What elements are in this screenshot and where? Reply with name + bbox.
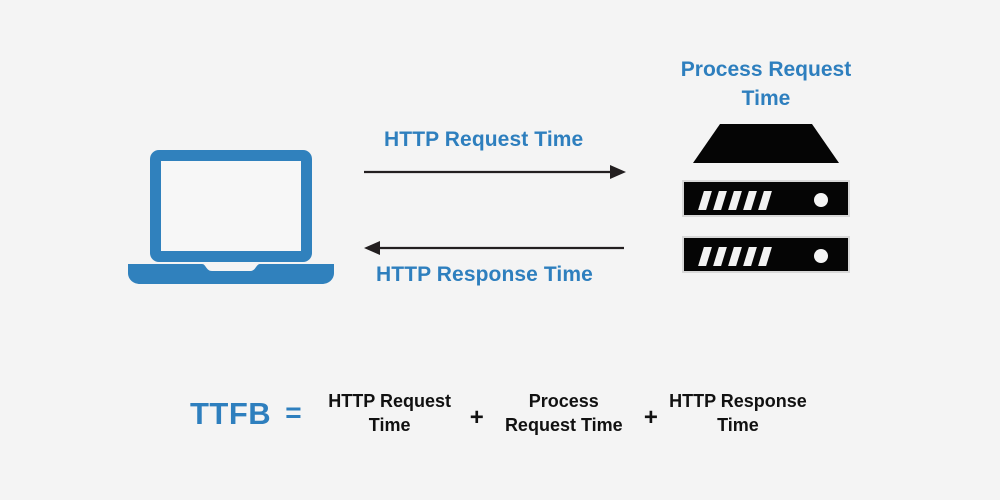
laptop-base-shape xyxy=(128,264,334,284)
laptop-screen xyxy=(150,150,312,262)
server-vent xyxy=(713,247,727,266)
label-http-request-time: HTTP Request Time xyxy=(384,128,584,151)
server-vent xyxy=(698,247,712,266)
server-icon xyxy=(682,124,850,274)
server-vent xyxy=(758,247,772,266)
laptop-base xyxy=(128,264,334,284)
server-top-shape xyxy=(693,124,839,163)
plus-sign: + xyxy=(643,404,658,431)
server-vent xyxy=(728,191,742,210)
server-led-icon xyxy=(814,193,828,207)
server-vent xyxy=(758,191,772,210)
equals-sign: = xyxy=(285,397,302,428)
arrow-right-icon xyxy=(364,165,626,179)
server-vents xyxy=(698,247,775,266)
server-led-icon xyxy=(814,249,828,263)
ttfb-label: TTFB xyxy=(190,395,272,431)
plus-sign: + xyxy=(469,404,484,431)
server-vent xyxy=(743,247,757,266)
server-vent xyxy=(743,191,757,210)
server-top-trapezoid xyxy=(693,124,839,163)
formula-term-http-request-time: HTTP Request Time xyxy=(328,391,451,435)
formula-term-http-response-time: HTTP Response Time xyxy=(669,391,807,435)
server-rack-unit-1 xyxy=(682,180,850,217)
server-rack-unit-2 xyxy=(682,236,850,273)
laptop-icon xyxy=(128,150,334,284)
server-vent xyxy=(698,191,712,210)
label-process-request-time: Process Request Time xyxy=(680,58,852,110)
label-http-response-time: HTTP Response Time xyxy=(376,263,593,286)
server-vents xyxy=(698,191,775,210)
ttfb-formula: TTFB = HTTP Request Time + Process Reque… xyxy=(190,382,810,444)
arrow-left-icon xyxy=(364,241,624,255)
server-vent xyxy=(713,191,727,210)
formula-term-process-request-time: Process Request Time xyxy=(504,391,623,435)
server-vent xyxy=(728,247,742,266)
